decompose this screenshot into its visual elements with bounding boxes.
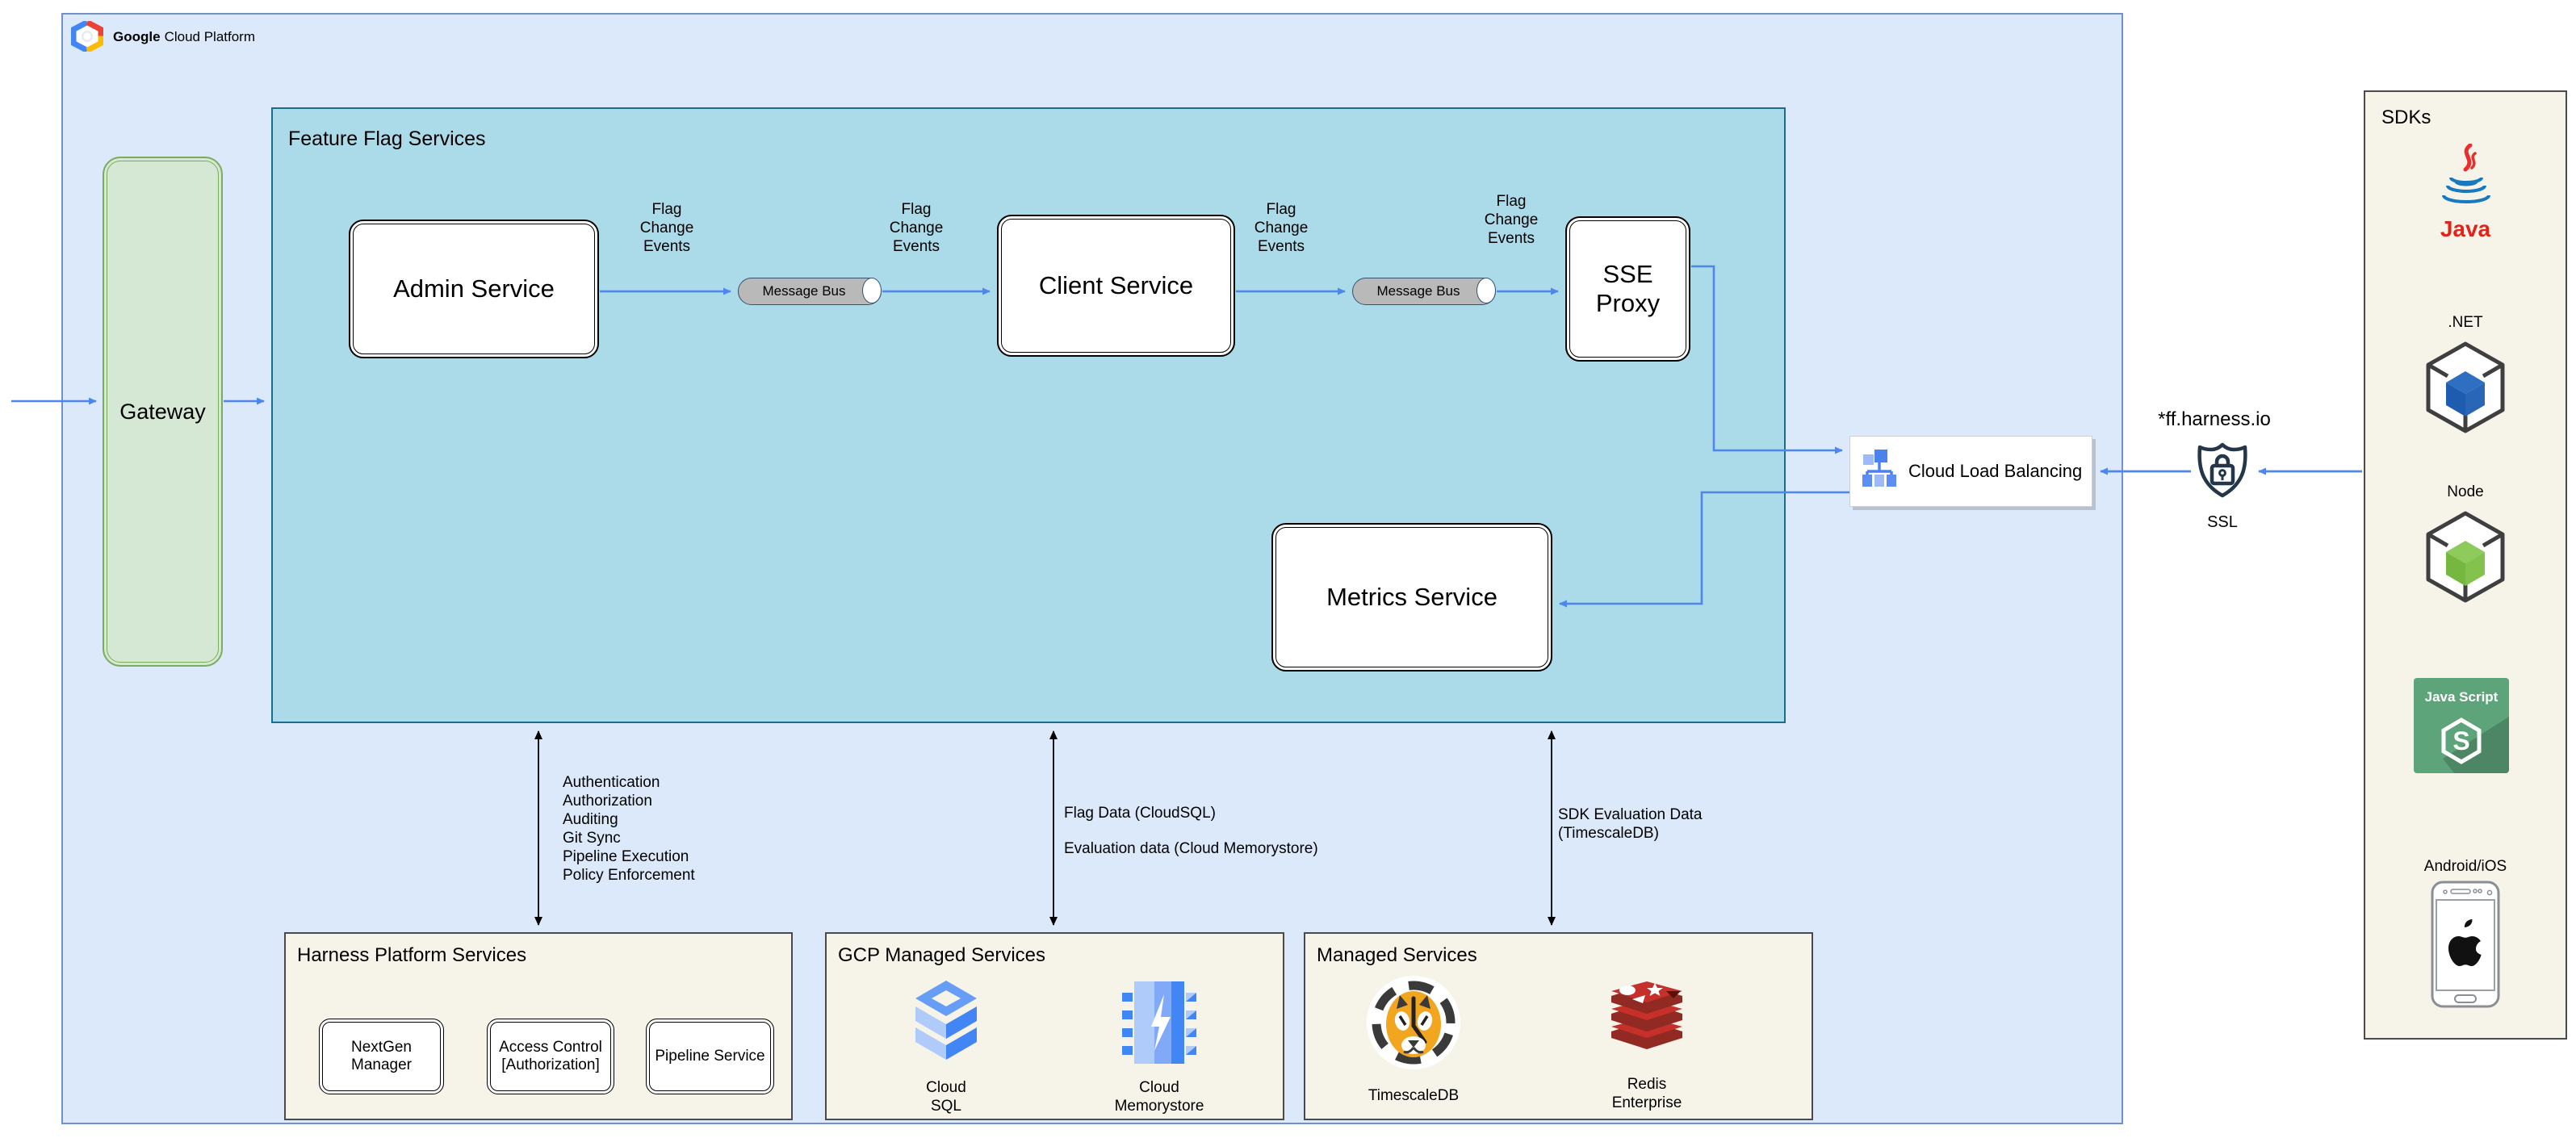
cloud-memorystore-icon (1122, 981, 1196, 1068)
message-bus-2-label: Message Bus (1376, 283, 1460, 299)
pipeline-service-node: Pipeline Service (646, 1019, 774, 1094)
harness-platform-services-title: Harness Platform Services (297, 944, 527, 966)
eval-data-annotation: Evaluation data (Cloud Memorystore) (1064, 840, 1318, 857)
ff-harness-domain-label: *ff.harness.io (2158, 408, 2271, 430)
node-label: Node (2447, 483, 2484, 500)
dotnet-label: .NET (2448, 314, 2483, 331)
timescaledb-label: TimescaleDB (1368, 1087, 1460, 1104)
cloud-load-balancing-label: Cloud Load Balancing (1908, 461, 2083, 481)
message-bus-1-cap (862, 278, 882, 303)
cloud-sql-label: Cloud SQL (926, 1079, 966, 1115)
sdks-title: SDKs (2381, 107, 2431, 128)
flag-change-events-label-3: Flag Change Events (1254, 201, 1309, 255)
message-bus-2-cap (1476, 278, 1496, 303)
managed-services-title: Managed Services (1317, 944, 1477, 966)
metrics-service-node: Metrics Service (1271, 523, 1552, 672)
pipeline-service-label: Pipeline Service (655, 1048, 765, 1065)
javascript-icon: Java Script S (2414, 678, 2509, 773)
cloud-memorystore-label: Cloud Memorystore (1114, 1079, 1204, 1115)
auth-annotation: Authentication Authorization Auditing Gi… (563, 774, 695, 884)
nextgen-manager-node: NextGen Manager (319, 1019, 444, 1094)
flag-data-annotation: Flag Data (CloudSQL) (1064, 805, 1216, 822)
access-control-node: Access Control [Authorization] (487, 1019, 614, 1094)
java-icon (2433, 143, 2498, 222)
admin-service-label: Admin Service (393, 274, 555, 303)
timescaledb-icon (1363, 971, 1464, 1082)
load-balancer-icon (1862, 447, 1897, 496)
sse-proxy-node: SSE Proxy (1565, 216, 1690, 362)
flag-change-events-label-4: Flag Change Events (1484, 193, 1539, 247)
message-bus-1-label: Message Bus (762, 283, 846, 299)
gcp-brand-bold: Google (113, 29, 161, 44)
javascript-s-letter: S (2452, 726, 2470, 755)
gateway-node: Gateway (103, 157, 223, 667)
sdk-eval-annotation: SDK Evaluation Data (TimescaleDB) (1558, 806, 1703, 842)
flag-change-events-label-2: Flag Change Events (889, 201, 944, 255)
sse-proxy-label: SSE Proxy (1595, 260, 1661, 317)
access-control-label: Access Control [Authorization] (499, 1039, 602, 1073)
gateway-label: Gateway (119, 399, 206, 424)
java-label: Java (2440, 216, 2491, 241)
javascript-title: Java Script (2424, 689, 2499, 705)
admin-service-node: Admin Service (349, 220, 599, 358)
feature-flag-services-title: Feature Flag Services (288, 128, 486, 150)
nextgen-manager-label: NextGen Manager (351, 1039, 412, 1073)
mobile-phone-icon (2430, 880, 2501, 1013)
redis-enterprise-label: Redis Enterprise (1611, 1076, 1682, 1111)
cloud-sql-icon (914, 978, 978, 1073)
node-cube-icon (2423, 508, 2507, 609)
ssl-label: SSL (2207, 513, 2238, 531)
gcp-managed-services-title: GCP Managed Services (838, 944, 1046, 966)
client-service-node: Client Service (997, 215, 1235, 357)
message-bus-2: Message Bus (1352, 278, 1496, 305)
metrics-service-label: Metrics Service (1326, 583, 1497, 611)
gcp-brand-rest: Cloud Platform (164, 29, 255, 44)
client-service-label: Client Service (1038, 271, 1194, 299)
android-ios-label: Android/iOS (2423, 858, 2507, 875)
redis-icon (1605, 981, 1689, 1061)
dotnet-cube-icon (2423, 339, 2507, 440)
message-bus-1: Message Bus (738, 278, 882, 305)
flag-change-events-label-1: Flag Change Events (639, 201, 694, 255)
cloud-load-balancing-node: Cloud Load Balancing (1849, 436, 2092, 507)
ssl-shield-icon (2193, 441, 2252, 506)
gcp-managed-services-panel (825, 932, 1284, 1120)
gcp-logo-icon (70, 19, 104, 53)
